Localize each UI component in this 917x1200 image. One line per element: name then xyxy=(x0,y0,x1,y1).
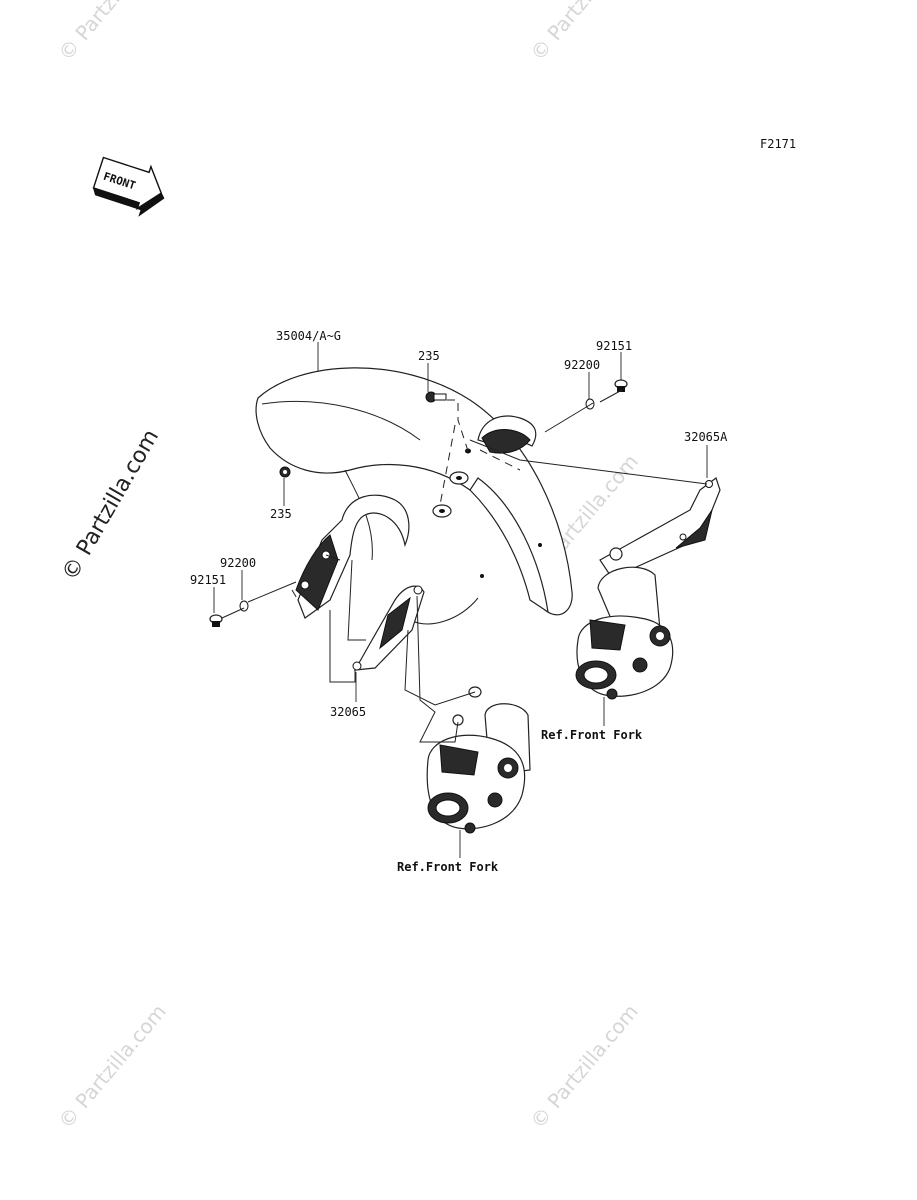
label-35004: 35004/A~G xyxy=(276,329,341,343)
label-92200-left: 92200 xyxy=(220,556,256,570)
label-32065: 32065 xyxy=(330,705,366,719)
assembly-lines xyxy=(221,389,708,743)
label-ref-front-fork-left: Ref.Front Fork xyxy=(397,860,499,874)
front-arrow-icon: FRONT xyxy=(92,156,165,217)
label-235-left: 235 xyxy=(270,507,292,521)
figure-code: F2171 xyxy=(760,137,796,151)
label-ref-front-fork-right: Ref.Front Fork xyxy=(541,728,643,742)
watermark-bottom-right: © Partzilla.com xyxy=(525,1000,643,1134)
watermark-top-left: © Partzilla.com xyxy=(53,0,171,65)
label-32065A: 32065A xyxy=(684,430,728,444)
label-92200-right: 92200 xyxy=(564,358,600,372)
washer-right-icon xyxy=(585,398,595,410)
fender-stay-right xyxy=(477,415,537,454)
watermark-top-right: © Partzilla.com xyxy=(525,0,643,65)
front-fork-left xyxy=(426,686,531,834)
front-fork-right xyxy=(575,566,674,700)
screw-left-icon xyxy=(209,614,223,627)
label-235-top: 235 xyxy=(418,349,440,363)
hardware xyxy=(209,379,628,627)
label-92151-right: 92151 xyxy=(596,339,632,353)
label-92151-left: 92151 xyxy=(190,573,226,587)
fender-stay-left xyxy=(295,494,425,671)
watermark-bottom-left: © Partzilla.com xyxy=(53,1000,171,1134)
leader-lines xyxy=(213,342,708,858)
bolt-top-icon xyxy=(425,391,447,403)
watermark-main: © Partzilla.com xyxy=(58,425,165,585)
part-labels: 35004/A~G 235 92200 92151 32065A 235 922… xyxy=(190,329,728,874)
bolt-left-icon xyxy=(279,466,291,478)
